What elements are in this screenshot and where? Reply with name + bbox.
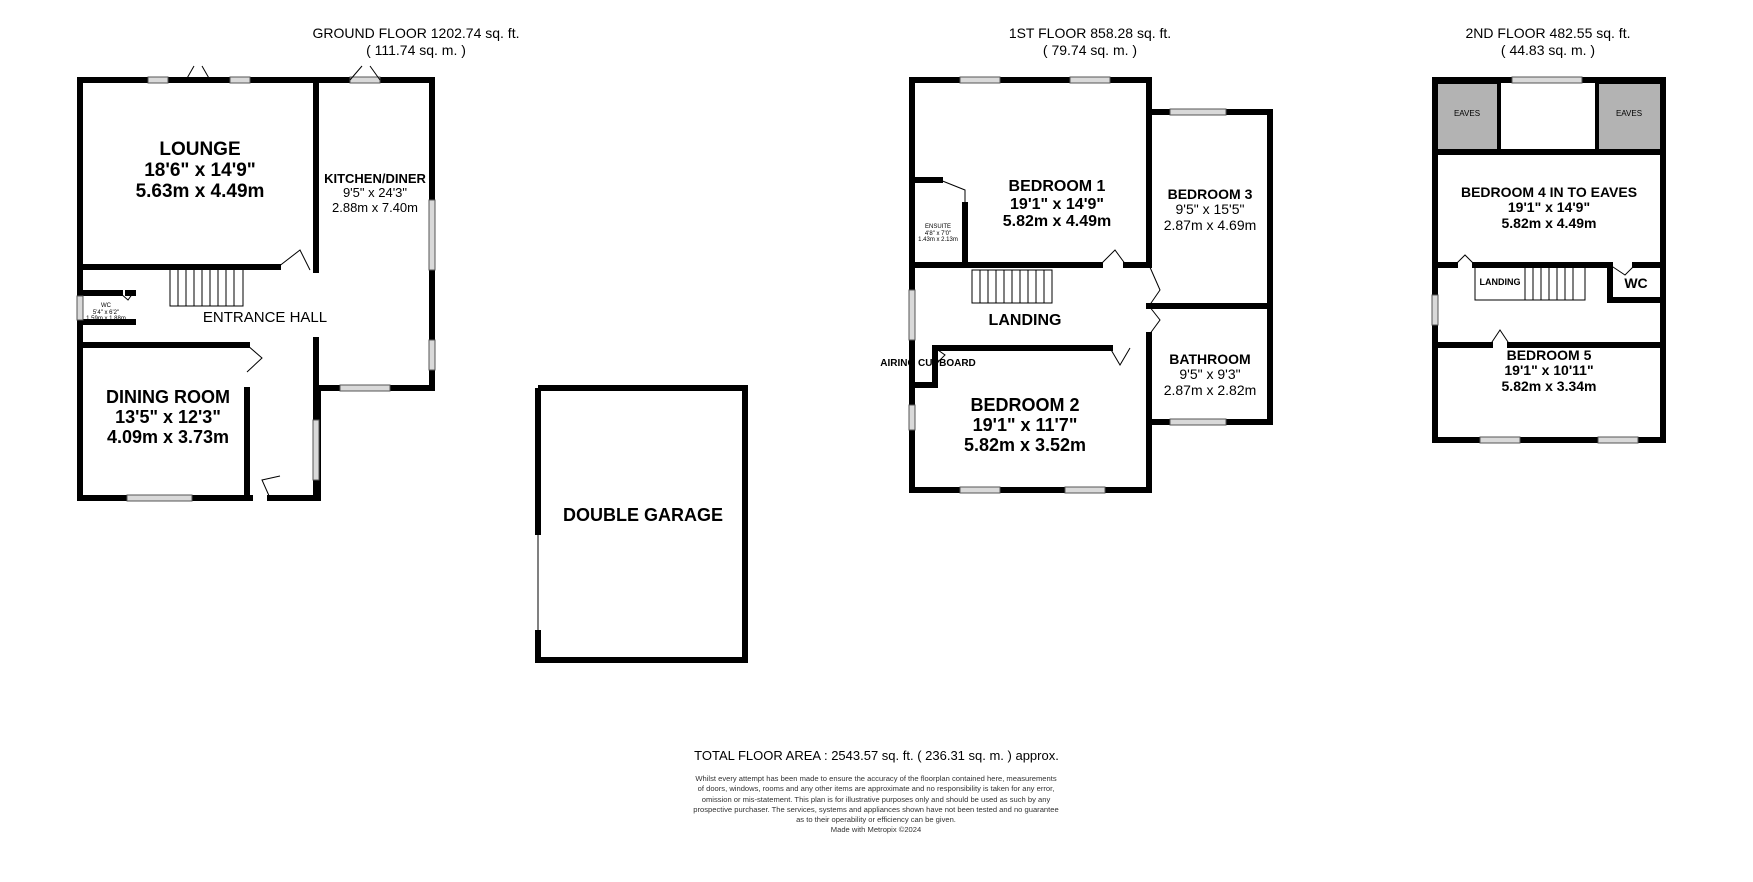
first-floor-title: 1ST FLOOR 858.28 sq. ft. xyxy=(1008,25,1172,41)
ground-floor-walls xyxy=(77,77,435,501)
room-metric: 2.88m x 7.40m xyxy=(332,199,418,215)
room-label-entrance-hall: ENTRANCE HALL xyxy=(202,309,328,326)
disclaimer-line: as to their operability or efficiency ca… xyxy=(796,815,956,825)
second-floor-metric: ( 44.83 sq. m. ) xyxy=(1500,42,1596,58)
room-label-bedroom4: BEDROOM 4 IN TO EAVES 19'1" x 14'9" 5.82… xyxy=(1460,184,1638,231)
room-name: DINING ROOM xyxy=(106,387,230,407)
first-floor-door-swings xyxy=(934,179,1161,366)
ground-floor-title: GROUND FLOOR 1202.74 sq. ft. xyxy=(312,25,520,41)
disclaimer-line: prospective purchaser. The services, sys… xyxy=(693,804,1059,814)
room-metric: 4.09m x 3.73m xyxy=(106,426,230,447)
room-imperial: 9'5" x 9'3" xyxy=(1179,366,1241,383)
ground-floor-door-swings xyxy=(119,65,381,499)
room-imperial: 19'1" x 14'9" xyxy=(1010,195,1104,213)
room-imperial: 19'1" x 14'9" xyxy=(1507,199,1591,216)
room-imperial: 19'1" x 10'11" xyxy=(1504,362,1594,379)
room-name: WC xyxy=(101,303,111,309)
room-label-wc-ground: WC 5'4" x 6'2" 1.59m x 1.88m xyxy=(86,303,126,323)
ground-floor-header: GROUND FLOOR 1202.74 sq. ft. ( 111.74 sq… xyxy=(256,25,576,59)
room-metric: 1.59m x 1.88m xyxy=(86,316,126,323)
room-imperial: 9'5" x 15'5" xyxy=(1175,201,1245,218)
second-floor-windows xyxy=(1431,76,1639,444)
room-label-kitchen: KITCHEN/DINER 9'5" x 24'3" 2.88m x 7.40m xyxy=(324,171,426,215)
room-name: BEDROOM 1 xyxy=(1008,178,1106,195)
room-metric: 5.63m x 4.49m xyxy=(135,180,265,202)
room-imperial: 9'5" x 24'3" xyxy=(342,185,408,201)
room-label-bedroom1: BEDROOM 1 19'1" x 14'9" 5.82m x 4.49m xyxy=(1003,178,1112,231)
room-metric: 2.87m x 2.82m xyxy=(1163,381,1257,398)
room-label-lounge: LOUNGE 18'6" x 14'9" 5.63m x 4.49m xyxy=(135,139,265,203)
room-metric: 5.82m x 3.52m xyxy=(963,434,1087,455)
room-metric: 5.82m x 3.34m xyxy=(1501,377,1597,394)
room-name: BEDROOM 2 xyxy=(970,395,1080,415)
room-metric: 5.82m x 4.49m xyxy=(1002,213,1112,231)
room-label-garage: DOUBLE GARAGE xyxy=(562,505,724,525)
room-name: KITCHEN/DINER xyxy=(324,171,426,186)
room-metric: 2.87m x 4.69m xyxy=(1163,216,1257,233)
room-label-eaves-right: EAVES xyxy=(1615,109,1643,118)
room-name: BATHROOM xyxy=(1169,351,1251,367)
room-imperial: 13'5" x 12'3" xyxy=(115,406,221,427)
room-imperial: 18'6" x 14'9" xyxy=(144,159,256,181)
room-label-dining: DINING ROOM 13'5" x 12'3" 4.09m x 3.73m xyxy=(106,387,230,447)
room-name: BEDROOM 3 xyxy=(1167,186,1253,202)
room-name: ENSUITE xyxy=(924,224,951,230)
first-floor-metric: ( 79.74 sq. m. ) xyxy=(1042,42,1138,58)
disclaimer-credit: Made with Metropix ©2024 xyxy=(830,825,922,835)
disclaimer-line: of doors, windows, rooms and any other i… xyxy=(697,784,1055,794)
disclaimer-line: omission or mis-statement. This plan is … xyxy=(701,794,1051,804)
room-imperial: 5'4" x 6'2" xyxy=(92,309,120,316)
room-name: BEDROOM 5 xyxy=(1506,347,1592,363)
second-floor-door-swings xyxy=(1454,254,1636,346)
room-label-ensuite: ENSUITE 4'8" x 7'0" 1.43m x 2.13m xyxy=(918,224,958,244)
room-label-landing1: LANDING xyxy=(988,312,1062,329)
first-floor-windows xyxy=(908,76,1227,494)
garage-door xyxy=(535,412,541,630)
second-floor-stairs xyxy=(1474,266,1586,301)
second-floor-eaves xyxy=(1433,80,1664,154)
room-label-landing2: LANDING xyxy=(1479,277,1521,287)
room-label-wc-second: WC xyxy=(1624,275,1648,291)
room-name: LOUNGE xyxy=(159,139,241,160)
second-floor-header: 2ND FLOOR 482.55 sq. ft. ( 44.83 sq. m. … xyxy=(1388,25,1708,59)
room-label-bedroom3: BEDROOM 3 9'5" x 15'5" 2.87m x 4.69m xyxy=(1163,186,1257,233)
total-floor-area: TOTAL FLOOR AREA : 2543.57 sq. ft. ( 236… xyxy=(694,748,1059,763)
second-floor-title: 2ND FLOOR 482.55 sq. ft. xyxy=(1465,25,1631,41)
first-floor-stairs xyxy=(971,269,1053,304)
room-metric: 5.82m x 4.49m xyxy=(1501,214,1597,231)
room-label-bedroom5: BEDROOM 5 19'1" x 10'11" 5.82m x 3.34m xyxy=(1501,347,1597,394)
room-imperial: 19'1" x 11'7" xyxy=(972,414,1078,435)
room-label-bedroom2: BEDROOM 2 19'1" x 11'7" 5.82m x 3.52m xyxy=(963,395,1087,455)
room-name: BEDROOM 4 IN TO EAVES xyxy=(1460,184,1638,200)
disclaimer: Whilst every attempt has been made to en… xyxy=(576,774,1176,836)
room-metric: 1.43m x 2.13m xyxy=(918,237,958,244)
room-label-airing-cupboard: AIRING CUPBOARD xyxy=(880,358,976,369)
room-label-eaves-left: EAVES xyxy=(1453,109,1481,118)
room-label-bathroom: BATHROOM 9'5" x 9'3" 2.87m x 2.82m xyxy=(1163,351,1257,398)
disclaimer-line: Whilst every attempt has been made to en… xyxy=(695,774,1057,783)
ground-floor-stairs xyxy=(169,267,244,307)
first-floor-header: 1ST FLOOR 858.28 sq. ft. ( 79.74 sq. m. … xyxy=(930,25,1250,59)
ground-floor-metric: ( 111.74 sq. m. ) xyxy=(366,42,466,58)
room-imperial: 4'8" x 7'0" xyxy=(924,230,952,237)
